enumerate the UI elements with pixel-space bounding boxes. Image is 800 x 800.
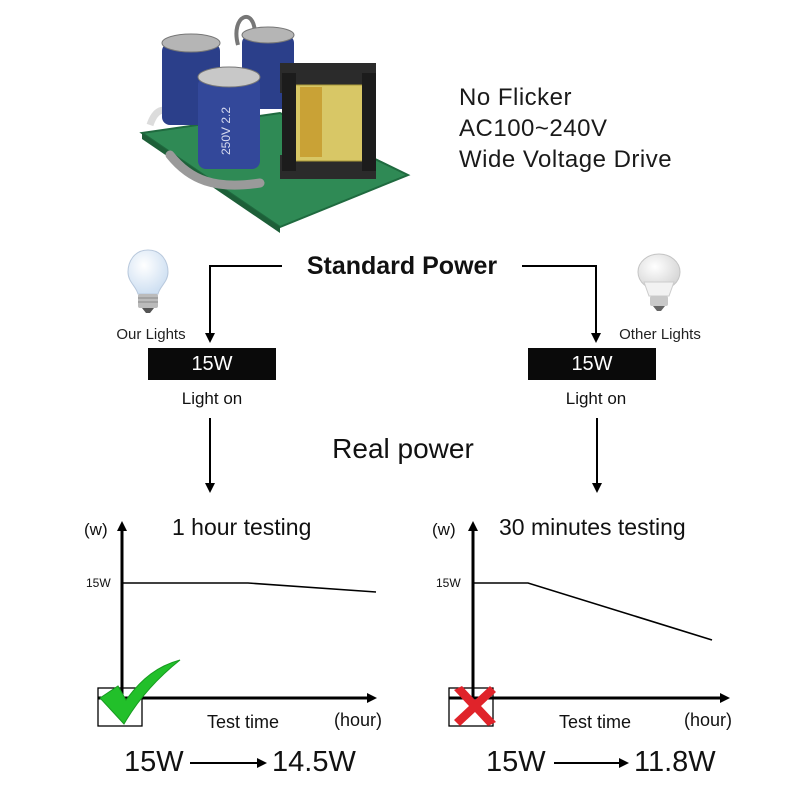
left-x-label: Test time [207, 712, 280, 732]
right-y-tick: 15W [436, 576, 461, 590]
left-y-tick: 15W [86, 576, 111, 590]
cross-icon [454, 686, 496, 726]
feature-no-flicker: No Flicker [459, 84, 573, 111]
check-icon [99, 659, 181, 725]
right-result-start: 15W [486, 746, 546, 778]
our-lights-label: Our Lights [116, 326, 186, 343]
svg-text:250V 2.2: 250V 2.2 [219, 107, 233, 155]
left-test-title: 1 hour testing [172, 514, 312, 540]
other-light-on-label: Light on [565, 389, 627, 408]
right-test-title: 30 minutes testing [499, 514, 686, 540]
other-rated-power-box: 15W [528, 348, 656, 380]
left-result-start: 15W [124, 746, 184, 778]
real-power-label: Real power [332, 433, 474, 464]
left-result-end: 14.5W [272, 746, 356, 778]
left-y-unit: (w) [84, 520, 108, 539]
right-result-end: 11.8W [634, 746, 716, 778]
right-x-unit: (hour) [684, 710, 733, 730]
our-bulb-icon [127, 249, 169, 313]
standard-power-label: Standard Power [306, 252, 498, 280]
our-rated-power-box: 15W [148, 348, 276, 380]
feature-wide-voltage: Wide Voltage Drive [459, 146, 673, 173]
driver-board-image: 250V 2.2 [139, 14, 411, 233]
feature-voltage-range: AC100~240V [459, 115, 608, 142]
other-lights-label: Other Lights [619, 326, 701, 343]
our-light-on-label: Light on [181, 389, 243, 408]
left-x-unit: (hour) [334, 710, 383, 730]
right-y-unit: (w) [432, 520, 456, 539]
right-x-label: Test time [559, 712, 632, 732]
other-bulb-icon [637, 253, 681, 311]
